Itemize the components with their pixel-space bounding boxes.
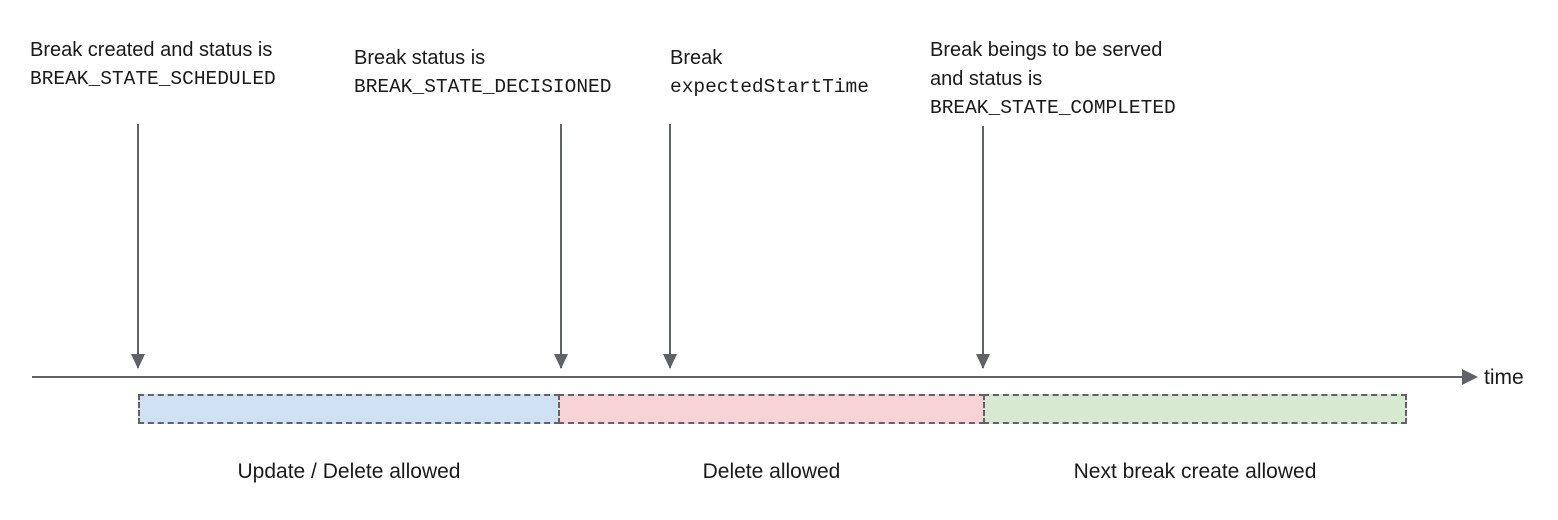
arrow-down-icon (663, 354, 677, 369)
arrow-shaft (137, 124, 139, 368)
milestone-label-line-mono: BREAK_STATE_SCHEDULED (30, 68, 276, 90)
arrow-shaft (982, 126, 984, 368)
milestone-label-line: Break created and status is (30, 39, 273, 61)
arrow-down-icon (131, 354, 145, 369)
milestone-label-line-mono: BREAK_STATE_COMPLETED (930, 97, 1176, 119)
time-axis-label: time (1484, 366, 1524, 389)
phase-bar-next-break (983, 394, 1407, 424)
arrow-right-icon (1462, 369, 1478, 385)
phase-caption-update-delete: Update / Delete allowed (237, 460, 461, 483)
milestone-pointer-arrow-expected-start-time (662, 124, 678, 369)
milestone-label-line: Break status is (354, 47, 486, 69)
milestone-pointer-arrow-decisioned (553, 124, 569, 369)
milestone-label-line-mono: expectedStartTime (670, 76, 869, 98)
phase-caption-delete: Delete allowed (702, 460, 841, 483)
milestone-label-line: Break (670, 47, 723, 69)
milestone-label-scheduled: Break created and status is BREAK_STATE_… (30, 36, 276, 94)
milestone-label-completed: Break beings to be served and status is … (930, 36, 1176, 123)
milestone-label-line-mono: BREAK_STATE_DECISIONED (354, 76, 612, 98)
arrow-down-icon (976, 354, 990, 369)
time-axis-line (32, 376, 1468, 378)
milestone-label-expected-start-time: Break expectedStartTime (670, 44, 869, 102)
arrow-shaft (669, 124, 671, 368)
arrow-down-icon (554, 354, 568, 369)
milestone-label-line: Break beings to be served (930, 39, 1163, 61)
milestone-label-decisioned: Break status is BREAK_STATE_DECISIONED (354, 44, 611, 102)
milestone-pointer-arrow-scheduled (130, 124, 146, 369)
milestone-label-line: and status is (930, 68, 1043, 90)
arrow-shaft (560, 124, 562, 368)
phase-bar-update-delete (138, 394, 560, 424)
phase-caption-next-break: Next break create allowed (1073, 460, 1317, 483)
phase-bar-delete (558, 394, 985, 424)
milestone-pointer-arrow-completed (975, 126, 991, 369)
